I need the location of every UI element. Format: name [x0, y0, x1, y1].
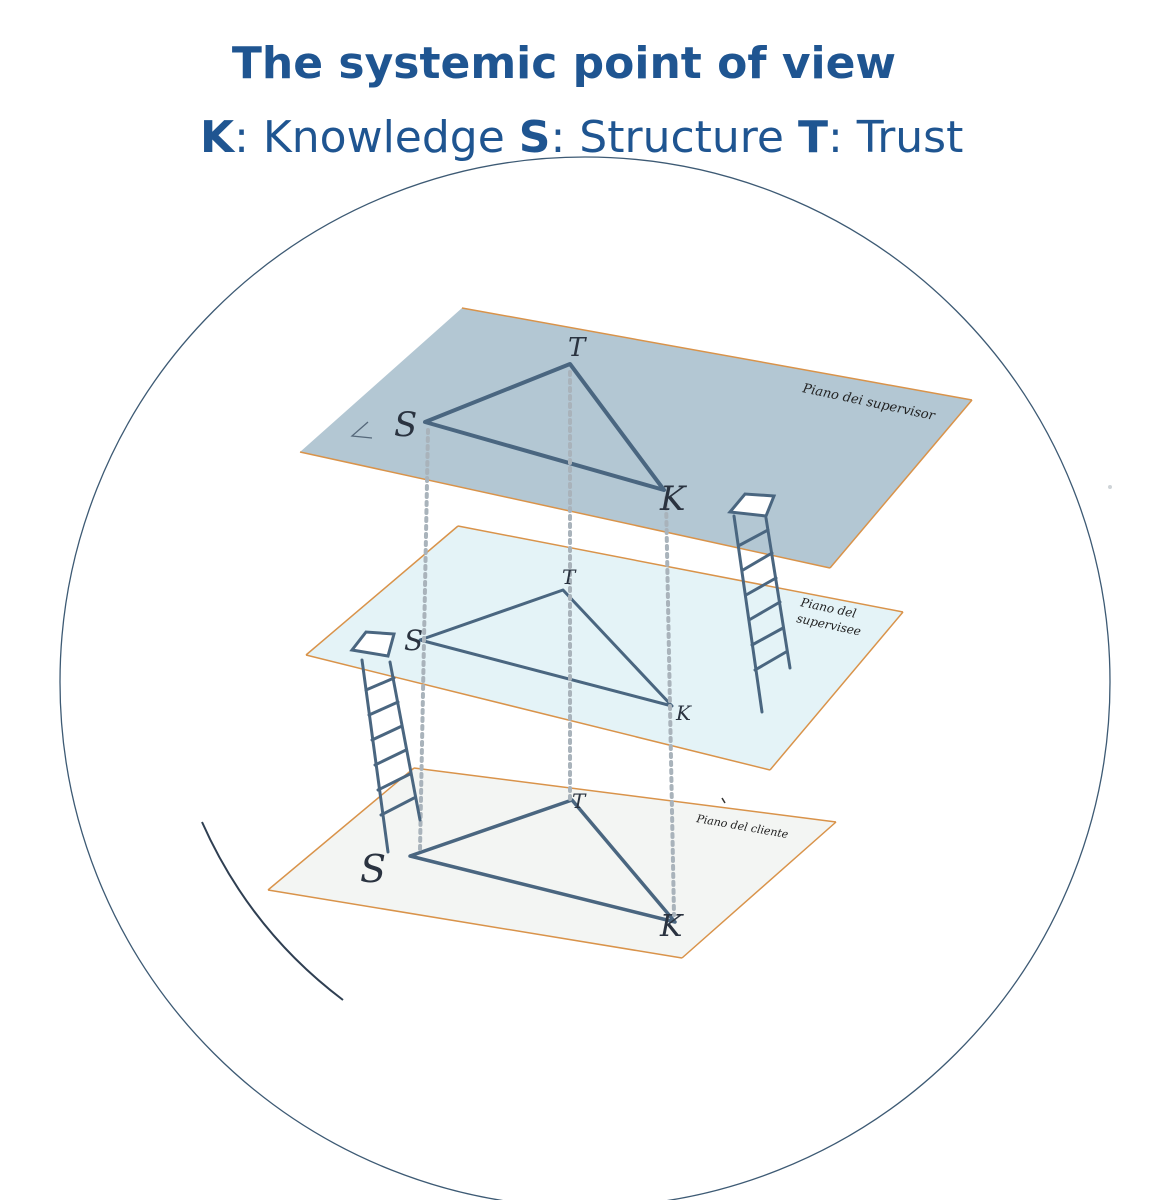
ladder-left-rung — [367, 700, 400, 717]
bottom-vertex-t: T — [572, 789, 587, 813]
ladder-right-rung — [753, 650, 788, 672]
ladder-right-rung — [747, 600, 782, 622]
ladder-left-rail-left — [360, 658, 390, 854]
plane-bottom-edge-bottom — [267, 889, 683, 959]
ladder-right-rung — [738, 528, 770, 547]
ladder-left-rung — [376, 772, 412, 792]
plane-top-edge-top — [461, 307, 973, 401]
plane-top-edge-right — [829, 399, 973, 569]
ladder-left-rung — [379, 796, 416, 817]
ladder-right-rung — [744, 576, 778, 597]
plane-top-edge-bottom — [299, 451, 831, 569]
top-vertex-s: S — [394, 405, 417, 445]
plane-bottom-edge-right — [681, 821, 837, 959]
middle-vertex-t: T — [562, 565, 577, 589]
legend-k-text: : Knowledge — [234, 112, 519, 163]
ladder-right — [727, 492, 792, 714]
ladder-right-rung — [741, 551, 774, 572]
middle-vertex-s: S — [404, 624, 423, 657]
legend-k-letter: K — [200, 112, 235, 163]
bottom-plane-tick — [721, 797, 726, 804]
plane-bottom-edge-top — [413, 767, 837, 823]
ladder-left-rung — [364, 676, 396, 692]
legend: K: Knowledge S: Structure T: Trust — [200, 112, 963, 163]
top-vertex-k: K — [659, 479, 688, 519]
ladder-right-platform — [727, 492, 777, 518]
plane-bottom-surface — [268, 768, 836, 958]
bottom-vertex-s: S — [360, 847, 386, 891]
top-vertex-t: T — [568, 333, 587, 363]
plane-bottom — [267, 767, 837, 959]
plane-middle-edge-bottom — [305, 654, 771, 771]
plane-top-mark — [350, 421, 373, 439]
plane-middle — [305, 525, 904, 771]
plane-middle-edge-left — [305, 525, 459, 656]
ladder-left-rail-right — [388, 660, 422, 822]
plane-middle-triangle — [418, 588, 674, 708]
plane-middle-edge-top — [457, 525, 904, 613]
ladder-right-rung — [750, 626, 785, 647]
connector-k — [664, 496, 676, 917]
legend-t-text: : Trust — [827, 112, 964, 163]
plane-bottom-triangle — [408, 798, 677, 924]
vertical-connectors — [418, 370, 676, 917]
plane-middle-surface — [306, 526, 903, 770]
ladder-left-platform — [349, 630, 396, 658]
plane-middle-edge-right — [769, 611, 904, 771]
plane-top-triangle — [423, 362, 666, 492]
legend-s-text: : Structure — [550, 112, 798, 163]
diagram-title: The systemic point of view — [231, 38, 897, 89]
bottom-vertex-k: K — [659, 909, 684, 944]
speck — [1108, 485, 1112, 489]
plane-top — [299, 307, 973, 569]
legend-t-letter: T — [797, 112, 828, 163]
outer-circle — [59, 156, 1111, 1200]
legend-s-letter: S — [518, 112, 551, 163]
connector-s — [418, 428, 430, 852]
ladder-left — [349, 630, 422, 854]
plane-bottom-edge-left — [267, 767, 415, 891]
middle-vertex-k: K — [675, 701, 692, 725]
ladder-right-rail-right — [764, 516, 792, 670]
plane-top-surface — [300, 308, 972, 568]
inner-arc — [201, 821, 344, 1001]
ladder-left-rung — [370, 724, 404, 742]
ladder-left-rung — [373, 748, 408, 767]
ladder-right-rail-left — [732, 514, 764, 714]
